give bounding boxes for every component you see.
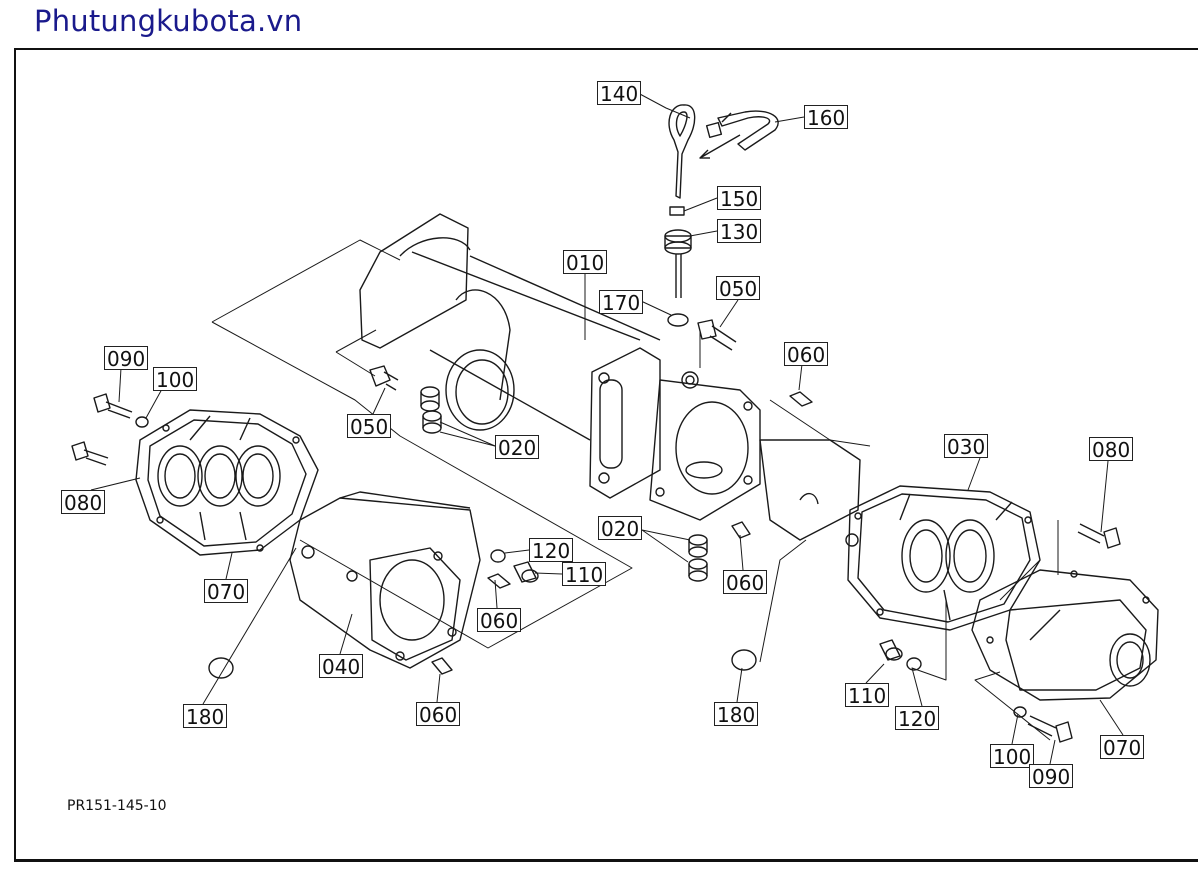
callout-020-right[interactable]: 020 — [598, 516, 643, 541]
diagram-code: PR151-145-10 — [67, 798, 167, 814]
leader-lines — [90, 92, 1124, 765]
callout-140[interactable]: 140 — [597, 81, 642, 106]
dowel-pins-060 — [431, 391, 813, 675]
washer-120-left — [490, 549, 506, 563]
strap-160 — [699, 110, 779, 159]
callout-070-left[interactable]: 070 — [204, 579, 249, 604]
callout-090-right[interactable]: 090 — [1029, 764, 1074, 789]
callout-020-left[interactable]: 020 — [495, 435, 540, 460]
site-title: Phutungkubota.vn — [34, 4, 303, 38]
sleeve-020-right — [688, 534, 708, 582]
bolt-050-upper — [697, 319, 737, 351]
callout-080-right[interactable]: 080 — [1089, 437, 1134, 462]
washer-120-right — [906, 657, 922, 671]
callout-110-left[interactable]: 110 — [562, 562, 607, 587]
plug-180-right — [731, 649, 757, 671]
callout-100-left[interactable]: 100 — [153, 367, 198, 392]
o-ring-170 — [667, 313, 689, 327]
bolt-090-right — [1027, 715, 1073, 743]
callout-060-left[interactable]: 060 — [477, 608, 522, 633]
axle-housing-010 — [359, 213, 861, 547]
bolt-090-left — [93, 393, 133, 419]
callout-120-right[interactable]: 120 — [895, 706, 940, 731]
callout-060-lower[interactable]: 060 — [416, 702, 461, 727]
callout-160[interactable]: 160 — [804, 105, 849, 130]
callout-030[interactable]: 030 — [944, 434, 989, 459]
callout-040[interactable]: 040 — [319, 654, 364, 679]
callout-090-left[interactable]: 090 — [104, 346, 149, 371]
callout-060-upper[interactable]: 060 — [784, 342, 829, 367]
callout-050-upper[interactable]: 050 — [716, 276, 761, 301]
callout-180-left[interactable]: 180 — [183, 704, 228, 729]
callout-170[interactable]: 170 — [599, 290, 644, 315]
bolt-110-left — [513, 561, 539, 583]
bolt-050-lower — [369, 365, 399, 391]
dipstick-140 — [668, 104, 696, 199]
housing-040 — [289, 491, 481, 669]
callout-080-left[interactable]: 080 — [61, 490, 106, 515]
cover-070-right — [971, 569, 1159, 701]
bolt-110-right — [879, 639, 903, 661]
sleeve-020-left — [420, 386, 442, 434]
callout-120-left[interactable]: 120 — [529, 538, 574, 563]
plug-130 — [664, 229, 692, 298]
callout-180-right[interactable]: 180 — [714, 702, 759, 727]
bolt-080-left — [71, 441, 109, 466]
callout-060-right[interactable]: 060 — [723, 570, 768, 595]
bolt-080-right — [1077, 523, 1121, 549]
washer-100-left — [135, 416, 149, 428]
housing-030 — [847, 485, 1041, 631]
assembly-outline — [211, 239, 1059, 649]
plug-180-left — [208, 657, 234, 679]
cover-070-left — [135, 409, 319, 556]
callout-010[interactable]: 010 — [563, 250, 608, 275]
callout-110-right[interactable]: 110 — [845, 683, 890, 708]
cap-150 — [669, 206, 685, 216]
callout-130[interactable]: 130 — [717, 219, 762, 244]
diagram-frame — [14, 48, 1198, 862]
callout-150[interactable]: 150 — [717, 186, 762, 211]
callout-100-right[interactable]: 100 — [990, 744, 1035, 769]
callout-050-lower[interactable]: 050 — [347, 414, 392, 439]
washer-100-right — [1013, 706, 1027, 718]
callout-070-right[interactable]: 070 — [1100, 735, 1145, 760]
